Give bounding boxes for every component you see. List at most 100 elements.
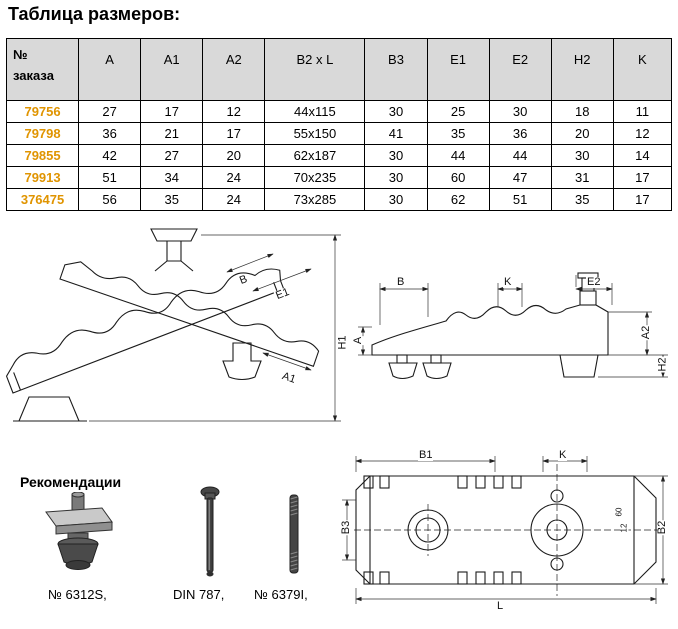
side-dimension-lines [358,275,668,378]
value-cell: 30 [550,144,614,167]
column-header-b3: B3 [364,38,428,101]
value-cell: 44x115 [264,100,366,123]
dim-label-k: K [558,449,568,461]
value-cell: 42 [78,144,142,167]
value-cell: 14 [612,144,673,167]
order-number-link[interactable]: 79913 [5,166,80,189]
value-cell: 17 [612,166,673,189]
value-cell: 30 [364,166,428,189]
stud-image [289,494,299,574]
clamp-body-outline [5,228,320,422]
column-header-h2: H2 [550,38,614,101]
t-bolt-image [200,486,220,577]
column-header-b2l: B2 x L [264,38,366,101]
column-header-a: A [78,38,142,101]
value-cell: 35 [140,188,204,211]
order-number-link[interactable]: 79855 [5,144,80,167]
value-cell: 20 [550,122,614,145]
value-cell: 27 [140,144,204,167]
side-view-drawing: B K E2 A A2 H2 [350,265,675,435]
table-row: 79798 36 21 17 55x150 41 35 36 20 12 [5,122,673,145]
order-number-link[interactable]: 79798 [5,122,80,145]
value-cell: 62 [426,188,490,211]
center-lines [344,464,668,596]
order-header-line1: № [13,47,28,62]
value-cell: 44 [488,144,552,167]
value-cell: 21 [140,122,204,145]
dim-label-12: 12 [619,522,629,534]
value-cell: 12 [202,100,266,123]
value-cell: 17 [140,100,204,123]
recommended-product-6379i-label[interactable]: № 6379I, [254,587,308,602]
table-row: 79913 51 34 24 70x235 30 60 47 31 17 [5,166,673,189]
value-cell: 51 [488,188,552,211]
dim-label-b2: B2 [656,519,669,536]
dim-label-b: B [396,276,406,288]
dim-label-60: 60 [614,506,624,518]
page-title: Таблица размеров: [8,4,181,24]
recommended-product-6312s[interactable] [40,491,116,582]
iso-view-svg [5,228,341,422]
value-cell: 70x235 [264,166,366,189]
value-cell: 25 [426,100,490,123]
value-cell: 17 [202,122,266,145]
table-row: 376475 56 35 24 73x285 30 62 51 35 17 [5,188,673,211]
flange-nut-image [45,491,113,570]
value-cell: 24 [202,188,266,211]
value-cell: 20 [202,144,266,167]
dim-label-l: L [496,600,505,612]
plan-view-drawing: B1 K B3 B2 L 60 12 [338,448,673,626]
dim-label-a: A [352,335,365,346]
order-header-line2: заказа [13,67,54,83]
side-view-svg [358,272,668,380]
column-header-e2: E2 [488,38,552,101]
order-number-link[interactable]: 376475 [5,188,80,211]
value-cell: 36 [78,122,142,145]
column-header-a1: A1 [140,38,204,101]
dim-label-a2: A2 [640,324,653,341]
recommended-product-6312s-label[interactable]: № 6312S, [48,587,107,602]
plan-dimension-lines [342,456,668,604]
recommended-product-6379i[interactable] [284,492,304,582]
value-cell: 24 [202,166,266,189]
header-row: № заказа A A1 A2 B2 x L B3 E1 E2 H2 K [5,38,673,101]
dim-label-h1: H1 [336,334,349,351]
dim-label-b1: B1 [418,449,434,461]
column-header-a2: A2 [202,38,266,101]
value-cell: 35 [550,188,614,211]
order-column-header: № заказа [5,38,80,101]
value-cell: 31 [550,166,614,189]
value-cell: 34 [140,166,204,189]
value-cell: 27 [78,100,142,123]
order-number-link[interactable]: 79756 [5,100,80,123]
plan-view-svg [342,456,668,604]
value-cell: 35 [426,122,490,145]
dim-label-k: K [503,276,513,288]
dim-label-e2: E2 [586,276,602,288]
value-cell: 44 [426,144,490,167]
recommended-product-din787-label[interactable]: DIN 787, [173,587,225,602]
column-header-e1: E1 [426,38,490,101]
recommendations-heading: Рекомендации [20,474,122,490]
value-cell: 41 [364,122,428,145]
iso-view-drawing: B E1 H1 A1 [5,225,350,457]
iso-dimension-lines [89,234,341,422]
size-table: № заказа A A1 A2 B2 x L B3 E1 E2 H2 K 79… [5,38,673,211]
table-row: 79855 42 27 20 62x187 30 44 44 30 14 [5,144,673,167]
dim-label-b3: B3 [340,519,353,536]
value-cell: 60 [426,166,490,189]
value-cell: 55x150 [264,122,366,145]
value-cell: 17 [612,188,673,211]
value-cell: 51 [78,166,142,189]
dim-label-h2: H2 [656,356,669,373]
table-row: 79756 27 17 12 44x115 30 25 30 18 11 [5,100,673,123]
value-cell: 30 [364,188,428,211]
value-cell: 47 [488,166,552,189]
value-cell: 73x285 [264,188,366,211]
value-cell: 56 [78,188,142,211]
value-cell: 18 [550,100,614,123]
value-cell: 30 [488,100,552,123]
value-cell: 11 [612,100,673,123]
column-header-k: K [612,38,673,101]
recommended-product-din787[interactable] [197,486,223,586]
